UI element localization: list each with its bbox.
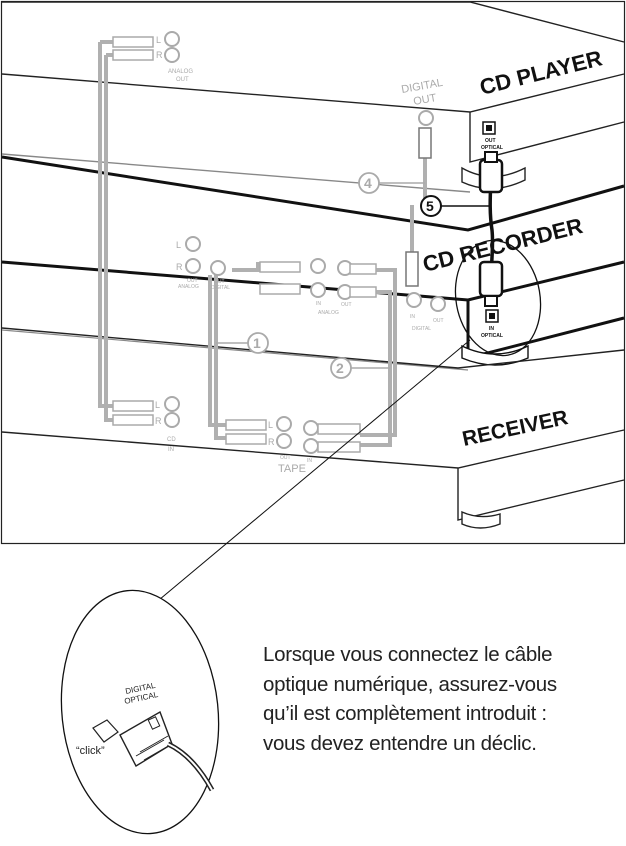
rec-analog-label: ANALOG (178, 284, 199, 290)
rec-dig-out-label: OUT (433, 318, 444, 324)
rec-out-label: OUT (187, 278, 198, 284)
inset-detail: DIGITAL OPTICAL “click” (60, 589, 220, 835)
callout-2-label: 2 (336, 360, 344, 376)
rec-dig-in-label: IN (410, 314, 415, 320)
digital-out-jack (418, 110, 434, 126)
jack-l (164, 31, 180, 47)
rec-digital-out-label: OUT (214, 279, 225, 285)
tape-label: TAPE (278, 463, 306, 475)
callout-5-label: 5 (426, 198, 434, 214)
zoom-leader-line (134, 339, 471, 621)
rec-r-label: R (176, 262, 183, 272)
optical-in-label: IN (489, 326, 494, 332)
optical-cable (478, 151, 504, 307)
cd-player-analog-out: L R ANALOG OUT (112, 31, 193, 83)
recv-tape-r: R (268, 437, 275, 447)
jack-l-label: L (156, 35, 161, 45)
instruction-caption: Lorsque vous connectez le câble optique … (263, 640, 618, 758)
rca-plug-l (112, 36, 154, 48)
recv-r-label: R (155, 416, 162, 426)
rec-digital-out-jack (210, 260, 226, 276)
callout-5: 5 (420, 195, 490, 217)
callout-1: 1 (216, 332, 269, 354)
rec-jack-l (185, 236, 201, 252)
recv-cd-label: CD (167, 437, 176, 443)
caption-line-4: vous devez entendre un déclic. (263, 731, 537, 755)
optical-out-sub: OPTICAL (481, 145, 503, 151)
zoom-highlight (454, 239, 542, 357)
rec-digital-label: DIGITAL (211, 285, 230, 291)
optical-plug-top (478, 158, 504, 194)
cd-recorder-jacks: L R OUT ANALOG OUT DIGITAL IN OUT ANALOG… (176, 236, 503, 339)
jack-r (164, 47, 180, 63)
cd-player-optical-out: OUT OPTICAL (481, 121, 503, 151)
rec-analog2-label: ANALOG (318, 310, 339, 316)
caption-line-2: optique numérique, assurez-vous (263, 672, 557, 696)
receiver-unit (1, 327, 625, 529)
receiver-jacks: L R CD IN L R OUT IN TAPE (112, 396, 361, 475)
rec-jack-r (185, 258, 201, 274)
recv-in-label: IN (168, 447, 174, 453)
jack-r-label: R (156, 50, 163, 60)
callout-2: 2 (330, 357, 390, 379)
rec-out2-label: OUT (341, 302, 352, 308)
rca-plug-r (112, 49, 154, 61)
digital-plug (418, 127, 432, 159)
recv-in2-label: IN (307, 458, 312, 464)
rec-l-label: L (176, 240, 181, 250)
inset-circle (60, 589, 220, 835)
rec-digital2-label: DIGITAL (412, 326, 431, 332)
callout-1-label: 1 (253, 335, 261, 351)
inset-socket (92, 719, 119, 743)
recv-l-label: L (155, 400, 160, 410)
digital-out-line2: OUT (412, 92, 437, 108)
optical-plug-bottom (478, 260, 504, 298)
rec-in-label: IN (316, 301, 321, 307)
recv-out-label: OUT (280, 455, 291, 461)
recv-tape-l: L (268, 420, 273, 430)
caption-line-1: Lorsque vous connectez le câble (263, 643, 553, 666)
inset-click-label: “click” (76, 745, 105, 757)
optical-out-label: OUT (485, 138, 496, 144)
caption-line-3: qu’il est complètement introduit : (263, 702, 547, 725)
callout-4: 4 (358, 172, 425, 194)
analog-label: ANALOG (168, 69, 193, 75)
out-label: OUT (176, 77, 189, 83)
callout-4-label: 4 (364, 175, 372, 191)
optical-in-sub: OPTICAL (481, 333, 503, 339)
